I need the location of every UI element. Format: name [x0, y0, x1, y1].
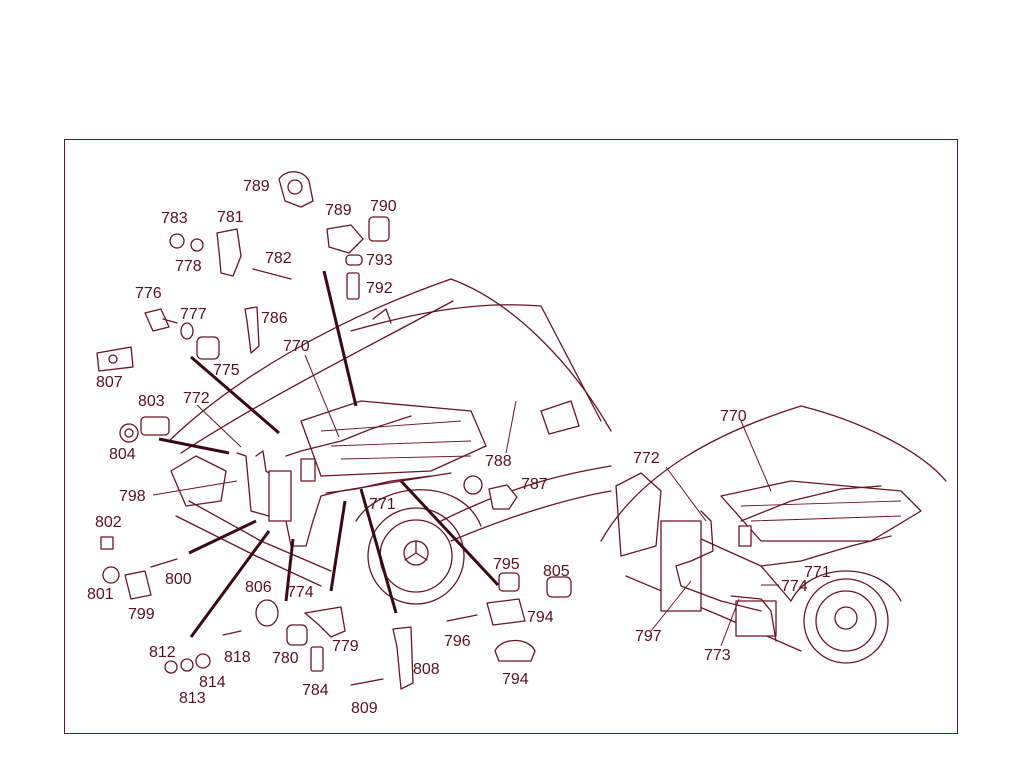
label-774a: 774 [287, 584, 314, 601]
bolt-787 [488, 484, 518, 510]
clamp-794a [486, 598, 526, 626]
clamp-799 [124, 570, 152, 600]
bracket-786 [244, 306, 260, 354]
stud-782 [252, 268, 292, 280]
bolt-809 [350, 678, 384, 686]
label-809: 809 [351, 700, 378, 717]
label-807: 807 [96, 374, 123, 391]
bush-805 [546, 576, 572, 598]
label-814: 814 [199, 674, 226, 691]
label-789b: 789 [325, 202, 352, 219]
label-790: 790 [370, 198, 397, 215]
bush-775 [196, 336, 220, 360]
label-801: 801 [87, 586, 114, 603]
label-775: 775 [213, 362, 240, 379]
label-804: 804 [109, 446, 136, 463]
label-789a: 789 [243, 178, 270, 195]
label-808: 808 [413, 661, 440, 678]
label-805: 805 [543, 563, 570, 580]
label-774b: 774 [781, 578, 808, 595]
label-778: 778 [175, 258, 202, 275]
label-780: 780 [272, 650, 299, 667]
label-770a: 770 [283, 338, 310, 355]
bolt-792 [346, 272, 360, 300]
clamp-789-top [278, 171, 314, 208]
diagram-frame: 789 783 781 778 782 789 790 793 792 776 … [64, 139, 958, 734]
label-818: 818 [224, 649, 251, 666]
label-772b: 772 [633, 450, 660, 467]
label-799: 799 [128, 606, 155, 623]
nut-814 [195, 653, 211, 669]
label-812: 812 [149, 644, 176, 661]
detached-parts [96, 171, 572, 690]
washer-778 [190, 238, 204, 252]
label-783: 783 [161, 210, 188, 227]
ring-804 [119, 423, 139, 443]
parts-diagram: 789 783 781 778 782 789 790 793 792 776 … [87, 171, 947, 717]
bolt-796 [446, 614, 478, 622]
label-776: 776 [135, 285, 162, 302]
label-813: 813 [179, 690, 206, 707]
cap-802 [100, 536, 114, 550]
label-773: 773 [704, 647, 731, 664]
bolt-776 [144, 308, 170, 332]
leader-lines [152, 354, 779, 647]
label-794b: 794 [502, 671, 529, 688]
label-772a: 772 [183, 390, 210, 407]
bolt-800 [150, 558, 178, 568]
part-labels: 789 783 781 778 782 789 790 793 792 776 … [87, 178, 831, 717]
label-782: 782 [265, 250, 292, 267]
grommet-806 [255, 599, 279, 627]
bracket-808 [392, 626, 414, 690]
label-794a: 794 [527, 609, 554, 626]
label-786: 786 [261, 310, 288, 327]
label-792: 792 [366, 280, 393, 297]
washer-788 [463, 475, 483, 495]
label-771b: 771 [804, 564, 831, 581]
main-car-outline [168, 278, 612, 605]
label-784: 784 [302, 682, 329, 699]
bracket-807 [96, 346, 134, 372]
label-770b: 770 [720, 408, 747, 425]
grommet-793 [345, 254, 363, 266]
nut-783 [169, 233, 185, 249]
bracket-779 [304, 606, 346, 638]
label-787: 787 [521, 476, 548, 493]
washer-812 [164, 660, 178, 674]
bracket-789 [326, 224, 364, 254]
bush-780 [286, 624, 308, 646]
assembly-arrows [158, 270, 500, 638]
label-795: 795 [493, 556, 520, 573]
label-781: 781 [217, 209, 244, 226]
label-802: 802 [95, 514, 122, 531]
bolt-818 [222, 630, 242, 636]
label-806: 806 [245, 579, 272, 596]
label-798: 798 [119, 488, 146, 505]
label-800: 800 [165, 571, 192, 588]
plug-803 [140, 416, 170, 436]
nut-801 [102, 566, 120, 584]
clamp-794b [494, 639, 536, 662]
bush-790 [368, 216, 390, 242]
bush-795 [498, 572, 520, 592]
bolt-784 [310, 646, 324, 672]
label-803: 803 [138, 393, 165, 410]
washer-813 [180, 658, 194, 672]
label-796: 796 [444, 633, 471, 650]
washer-777 [180, 322, 194, 340]
label-777: 777 [180, 306, 207, 323]
secondary-car-outline [600, 405, 947, 664]
label-793: 793 [366, 252, 393, 269]
label-797: 797 [635, 628, 662, 645]
label-771a: 771 [369, 496, 396, 513]
label-779: 779 [332, 638, 359, 655]
bracket-781 [216, 228, 242, 277]
label-788: 788 [485, 453, 512, 470]
